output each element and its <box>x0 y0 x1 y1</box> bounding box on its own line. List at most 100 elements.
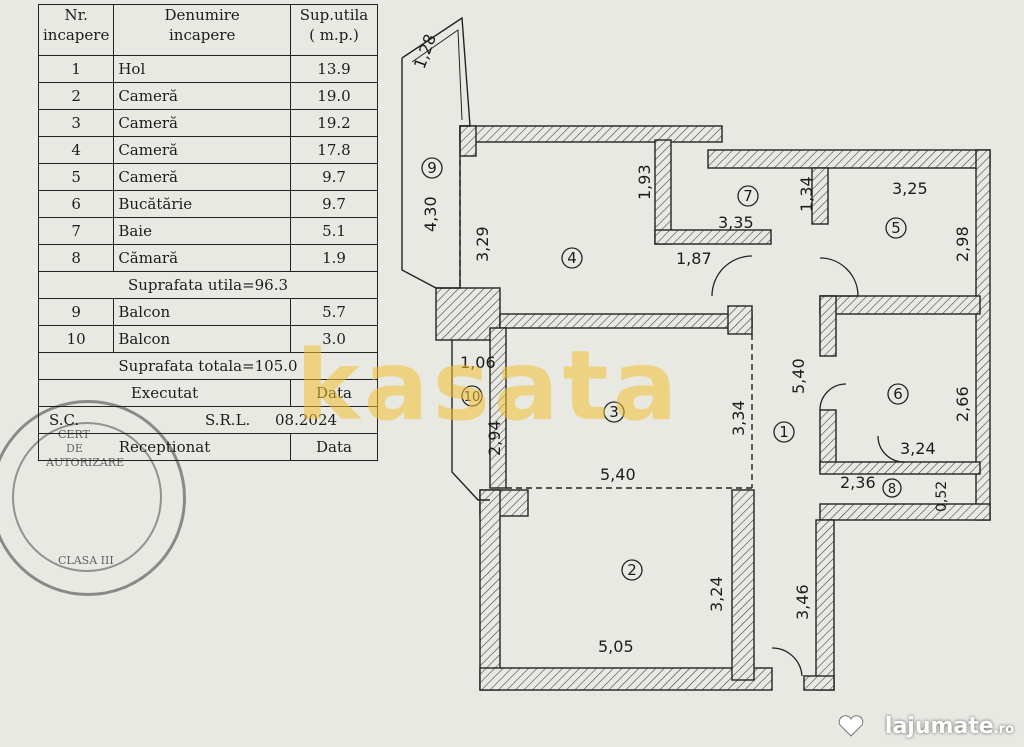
company-cell: S.C. S.R.L. 08.2024 <box>38 406 378 434</box>
grand-total: Suprafata totala=105.0 <box>38 352 378 380</box>
room-circle <box>887 383 909 405</box>
area-table: Nr. incapere Denumire incapere Sup.utila… <box>37 4 378 461</box>
dimension-label: 5,40 <box>789 358 808 394</box>
dimension-label: 2,66 <box>953 386 972 422</box>
row-area: 17.8 <box>290 136 378 164</box>
dimension-label: 3,24 <box>900 439 936 458</box>
room-circle <box>773 421 795 443</box>
dimension-label: 0,52 <box>934 481 950 512</box>
room-circle <box>603 401 625 423</box>
company-suffix: S.R.L. <box>205 411 251 429</box>
dimension-label: 3,35 <box>718 213 754 232</box>
brand-logo: lajumate.ro <box>885 714 1014 739</box>
balcony-10-outline <box>451 340 490 501</box>
useful-total-row: Suprafata utila=96.3 <box>38 271 378 299</box>
wall <box>499 313 753 329</box>
row-area: 1.9 <box>290 244 378 272</box>
wall <box>815 519 835 691</box>
room-circle <box>421 157 443 179</box>
wall <box>819 295 981 315</box>
balcony-9-inner <box>411 29 463 121</box>
wall <box>479 489 501 691</box>
dashed-lines <box>459 160 753 489</box>
row-nr: 2 <box>37 82 115 110</box>
dimension-label: 1,28 <box>410 31 440 71</box>
dimension-label: 5,05 <box>598 637 634 656</box>
door-swing <box>877 435 905 463</box>
brand-name: lajumate <box>884 714 994 739</box>
header-nr: Nr. incapere <box>37 4 115 56</box>
room-number: 3 <box>609 403 619 421</box>
wall <box>819 295 837 357</box>
dimension-label: 2,98 <box>953 226 972 262</box>
dimension-label: 3,46 <box>793 584 812 620</box>
room-circles <box>421 157 909 581</box>
wall <box>654 229 772 245</box>
row-nr: 10 <box>37 325 115 353</box>
dimension-label: 4,30 <box>421 196 440 232</box>
dimension-label: 3,29 <box>473 226 492 262</box>
row-name: Cameră <box>113 136 291 164</box>
reception-label: Receptionat <box>38 433 291 461</box>
dimension-label: 5,40 <box>600 465 636 484</box>
door-swing <box>819 257 859 297</box>
dimension-label: 1,87 <box>676 249 712 268</box>
room-number: 9 <box>427 159 437 177</box>
room-number: 2 <box>627 561 637 579</box>
dimension-label: 1,93 <box>635 164 654 200</box>
row-area: 13.9 <box>290 55 378 83</box>
room-circle <box>621 559 643 581</box>
row-area: 3.0 <box>290 325 378 353</box>
room-circle <box>885 217 907 239</box>
dimension-labels: 1,28 4,30 3,29 1,93 1,87 3,35 1,34 3,25 … <box>410 31 972 656</box>
door-swings <box>711 255 905 677</box>
stamp-class: CLASA III <box>58 554 114 567</box>
row-area: 5.1 <box>290 217 378 245</box>
row-nr: 6 <box>37 190 115 218</box>
walls <box>435 125 991 691</box>
brand-tld: .ro <box>993 722 1014 737</box>
room-circle <box>882 478 902 498</box>
reception-date-label: Data <box>290 433 378 461</box>
balcony-9-outline <box>401 16 471 289</box>
room-number: 7 <box>743 187 753 205</box>
useful-total: Suprafata utila=96.3 <box>38 271 378 299</box>
room-circle <box>461 385 483 407</box>
room-number: 6 <box>893 385 903 403</box>
door-swing <box>819 383 847 411</box>
row-area: 9.7 <box>290 190 378 218</box>
door-swing <box>771 647 803 677</box>
room-number: 5 <box>891 219 901 237</box>
room-number: 4 <box>567 249 577 267</box>
wall <box>731 489 755 681</box>
wall <box>707 149 991 169</box>
heart-icon <box>838 715 864 737</box>
row-name: Cameră <box>113 82 291 110</box>
row-name: Balcon <box>113 298 291 326</box>
dimension-label: 3,34 <box>729 400 748 436</box>
row-area: 9.7 <box>290 163 378 191</box>
wall <box>727 305 753 335</box>
wall <box>803 675 835 691</box>
company-date: 08.2024 <box>275 411 338 429</box>
dimension-label: 2,36 <box>840 473 876 492</box>
row-nr: 3 <box>37 109 115 137</box>
wall <box>479 667 773 691</box>
executed-date-label: Data <box>290 379 378 407</box>
wall <box>819 409 837 471</box>
wall <box>654 139 672 245</box>
wall <box>811 167 829 225</box>
dimension-label: 2,94 <box>485 420 504 456</box>
grand-total-row: Suprafata totala=105.0 <box>38 352 378 380</box>
company-prefix: S.C. <box>49 411 80 429</box>
row-nr: 5 <box>37 163 115 191</box>
dimension-label: 3,24 <box>707 576 726 612</box>
room-number: 1 <box>779 423 789 441</box>
room-number: 10 <box>464 390 481 405</box>
room-circle <box>561 247 583 269</box>
